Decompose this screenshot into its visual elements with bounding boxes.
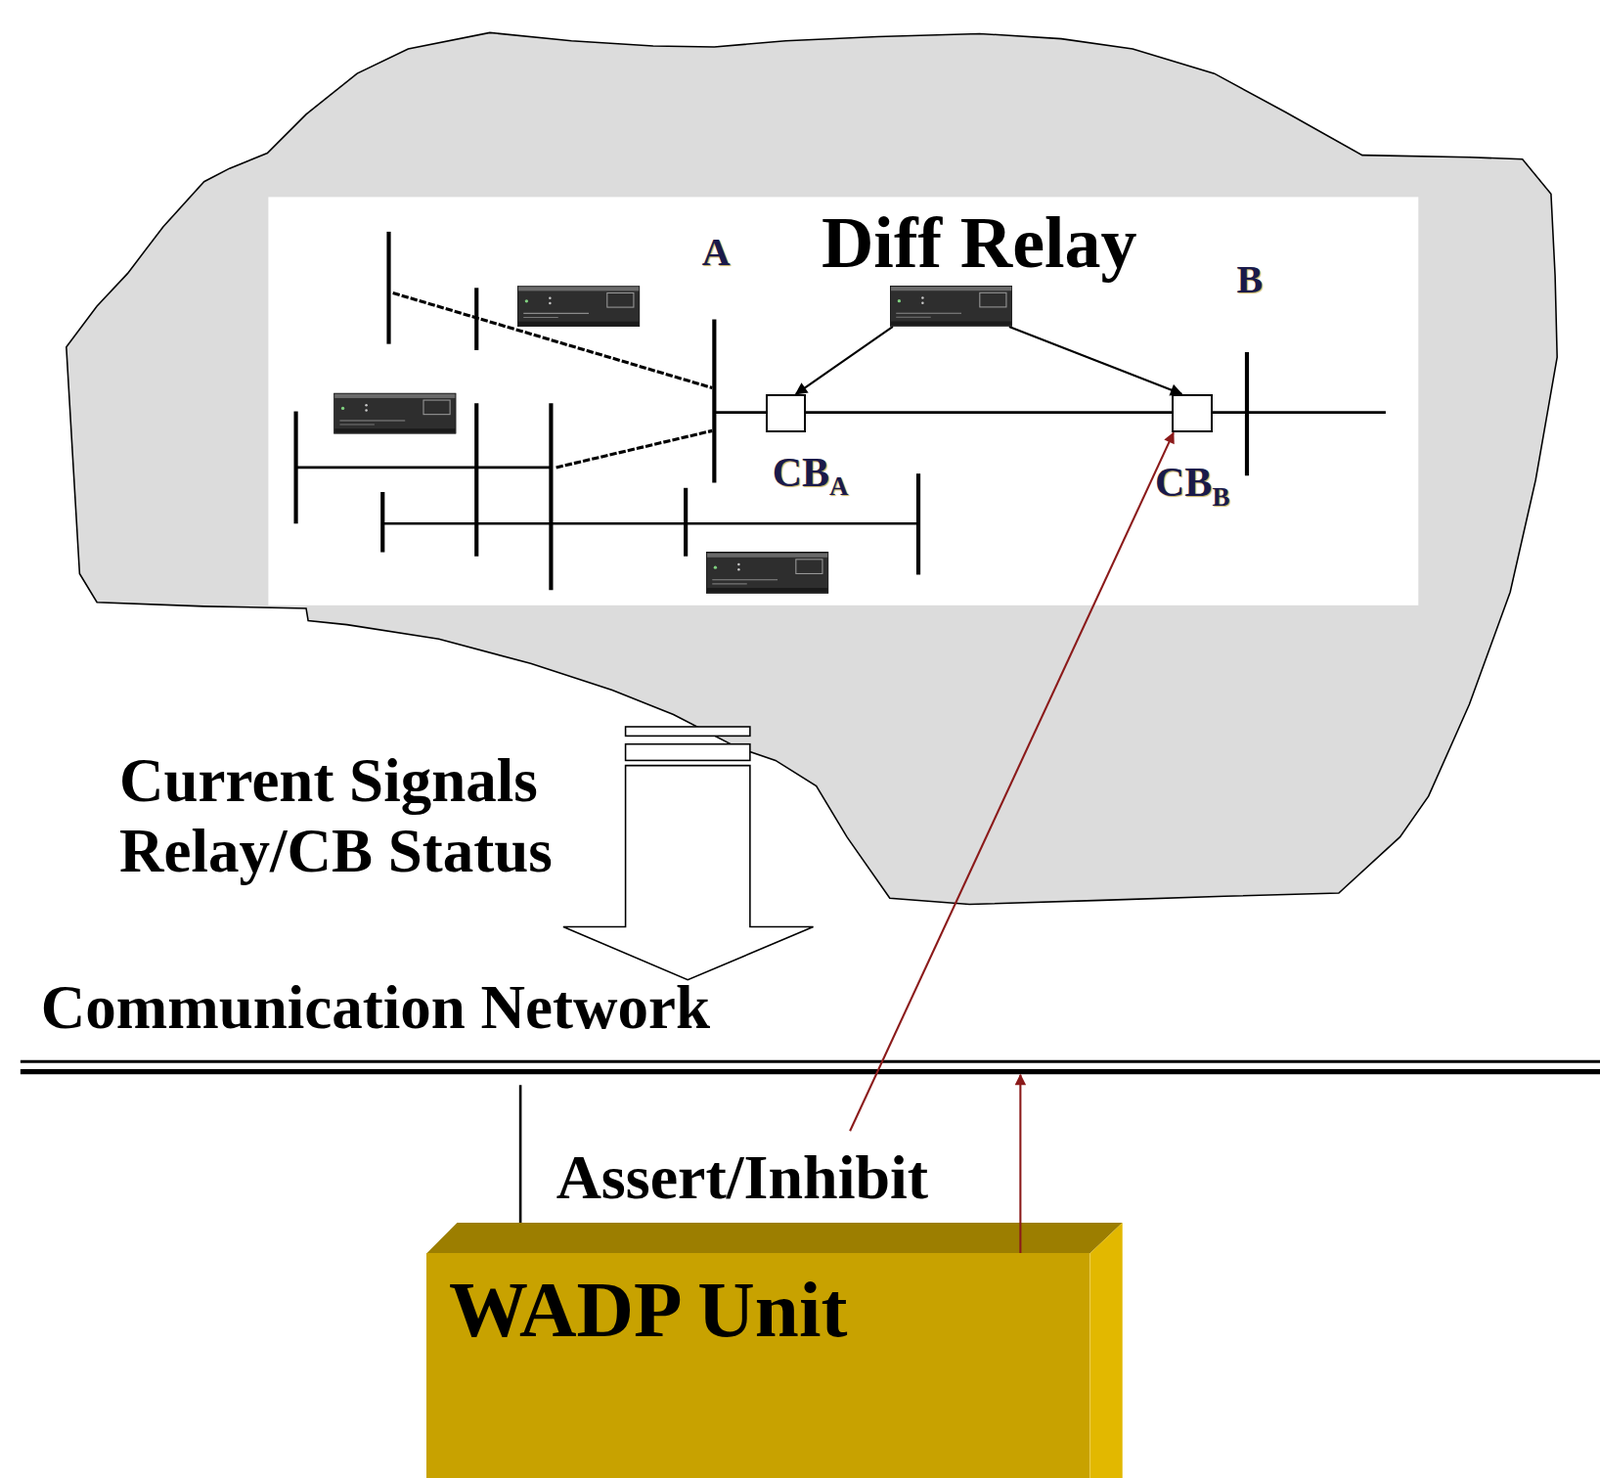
line [296, 466, 552, 470]
network-label: Communication Network [41, 972, 711, 1043]
hollow-arrow [563, 765, 814, 980]
relay-icon [889, 285, 1013, 327]
breaker-label: CB [772, 448, 830, 496]
signal-arrow [519, 1084, 523, 1245]
busbars [296, 231, 1247, 590]
dashed-line [556, 430, 713, 468]
bus [548, 402, 553, 590]
connector [849, 432, 1174, 1253]
bus-label: B [1237, 257, 1264, 303]
bus-label: A [702, 229, 731, 275]
relay-icon [517, 285, 640, 327]
breaker-subscript: A [829, 471, 849, 502]
connector [1009, 326, 1182, 395]
bus [386, 231, 391, 345]
bus [380, 491, 385, 553]
connector-line [1009, 326, 1182, 395]
label-group: CBB [1155, 458, 1230, 512]
region-outline [66, 32, 1557, 904]
breaker-label: CB [1155, 458, 1212, 506]
signal-label: Assert/Inhibit [556, 1141, 930, 1214]
connector-line [849, 432, 1174, 1131]
label-group: CBA [772, 448, 849, 502]
connector-line [796, 326, 893, 395]
data-slot [625, 744, 751, 761]
connector-line [1019, 1074, 1022, 1254]
box-side-face [1089, 1222, 1122, 1478]
unit-label: WADP Unit [448, 1264, 847, 1356]
network-line [20, 1068, 1600, 1074]
relay-label: Diff Relay [821, 201, 1138, 285]
circuit-breaker: CBA [765, 394, 807, 434]
relay-icon [333, 393, 456, 435]
schematic-panel [267, 196, 1419, 605]
connector [796, 326, 893, 395]
box-top-face [426, 1222, 1123, 1253]
differential-relay: Diff Relay [889, 285, 1013, 327]
network-line [20, 1060, 1600, 1064]
line [382, 522, 919, 526]
relay-icon [706, 552, 829, 594]
breaker-subscript: B [1211, 482, 1230, 513]
relay-icon [889, 285, 1013, 327]
bus [683, 488, 688, 557]
bus-a [711, 319, 716, 484]
signal-label: Current Signals Relay/CB Status [119, 745, 628, 888]
bus [474, 402, 479, 557]
bus-b [1244, 352, 1249, 476]
wadp-unit: WADP Unit [426, 1252, 1090, 1478]
line-a-b [713, 410, 1386, 414]
data-slot [625, 726, 751, 736]
circuit-breaker: CBB [1171, 394, 1213, 434]
lines [296, 292, 1386, 524]
